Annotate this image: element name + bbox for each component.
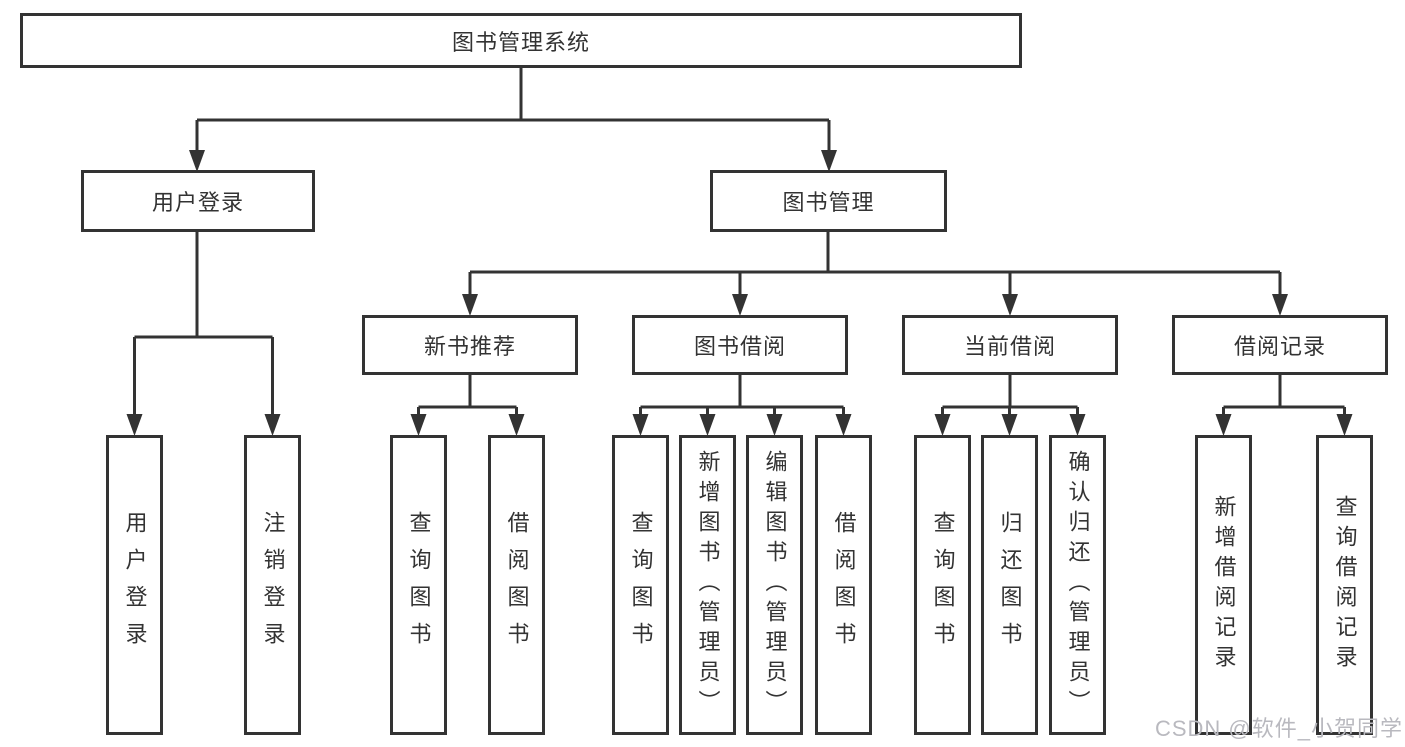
node-root: 图书管理系统: [20, 13, 1022, 68]
leaf-logout-login: 注销登录: [244, 435, 301, 735]
node-borrow-records: 借阅记录: [1172, 315, 1388, 375]
node-user-login: 用户登录: [81, 170, 315, 232]
arrowhead-icon: [126, 414, 143, 436]
csdn-watermark: CSDN @软件_小贺同学: [1154, 716, 1403, 741]
leaf-current-confirm-return-admin: 确认归还（管理员）: [1049, 435, 1106, 735]
leaf-recommend-borrow-books-label: 借阅图书: [504, 511, 530, 659]
leaf-borrow-borrow-books-label: 借阅图书: [831, 511, 857, 659]
leaf-borrow-edit-books-admin-label: 编辑图书（管理员）: [762, 450, 788, 720]
node-borrow-records-label: 借阅记录: [1233, 334, 1326, 359]
connector-book-borrow-to-leaves: [639, 375, 845, 416]
leaf-borrow-add-books-admin: 新增图书（管理员）: [679, 435, 736, 735]
leaf-current-query-books: 查询图书: [914, 435, 971, 735]
arrowhead-icon: [1215, 414, 1232, 436]
node-user-login-label: 用户登录: [151, 190, 244, 215]
arrowhead-icon: [189, 150, 205, 172]
leaf-records-query-borrow-record-label: 查询借阅记录: [1332, 495, 1358, 675]
arrowhead-icon: [508, 414, 525, 436]
node-book-borrow: 图书借阅: [632, 315, 848, 375]
arrowhead-icon: [1001, 414, 1018, 436]
arrowhead-icon: [462, 294, 478, 316]
leaf-borrow-query-books: 查询图书: [612, 435, 669, 735]
connector-user-login-to-leaves: [133, 232, 274, 416]
arrowheads: [126, 150, 1353, 436]
connector-new-book-recommend-to-leaves: [417, 375, 518, 416]
arrowhead-icon: [264, 414, 281, 436]
arrowhead-icon: [835, 414, 852, 436]
node-current-borrow-label: 当前借阅: [963, 334, 1056, 359]
arrowhead-icon: [699, 414, 716, 436]
leaf-recommend-query-books: 查询图书: [390, 435, 447, 735]
leaf-records-query-borrow-record: 查询借阅记录: [1316, 435, 1373, 735]
leaf-borrow-add-books-admin-label: 新增图书（管理员）: [695, 450, 721, 720]
connector-book-management-to-level3: [468, 232, 1282, 296]
connector-root-to-level2: [195, 68, 831, 152]
connector-current-borrow-to-leaves: [941, 375, 1079, 416]
leaf-recommend-query-books-label: 查询图书: [406, 511, 432, 659]
node-new-book-recommend: 新书推荐: [362, 315, 578, 375]
leaf-current-query-books-label: 查询图书: [930, 511, 956, 659]
leaf-records-add-borrow-record: 新增借阅记录: [1195, 435, 1252, 735]
leaf-logout-login-label: 注销登录: [260, 511, 286, 659]
leaf-user-login-label: 用户登录: [122, 511, 148, 659]
node-new-book-recommend-label: 新书推荐: [423, 334, 516, 359]
arrowhead-icon: [1002, 294, 1018, 316]
arrowhead-icon: [766, 414, 783, 436]
leaf-current-return-books: 归还图书: [981, 435, 1038, 735]
node-book-management-label: 图书管理: [782, 190, 875, 215]
leaf-borrow-borrow-books: 借阅图书: [815, 435, 872, 735]
leaf-user-login: 用户登录: [106, 435, 163, 735]
arrowhead-icon: [1336, 414, 1353, 436]
connector-borrow-records-to-leaves: [1222, 375, 1346, 416]
leaf-current-confirm-return-admin-label: 确认归还（管理员）: [1065, 450, 1091, 720]
leaf-borrow-edit-books-admin: 编辑图书（管理员）: [746, 435, 803, 735]
arrowhead-icon: [410, 414, 427, 436]
arrowhead-icon: [1272, 294, 1288, 316]
leaf-current-return-books-label: 归还图书: [997, 511, 1023, 659]
leaf-borrow-query-books-label: 查询图书: [628, 511, 654, 659]
node-book-management: 图书管理: [710, 170, 947, 232]
leaf-records-add-borrow-record-label: 新增借阅记录: [1211, 495, 1237, 675]
arrowhead-icon: [934, 414, 951, 436]
node-root-label: 图书管理系统: [451, 29, 590, 55]
arrowhead-icon: [732, 294, 748, 316]
leaf-recommend-borrow-books: 借阅图书: [488, 435, 545, 735]
arrowhead-icon: [821, 150, 837, 172]
node-book-borrow-label: 图书借阅: [693, 334, 786, 359]
arrowhead-icon: [1069, 414, 1086, 436]
node-current-borrow: 当前借阅: [902, 315, 1118, 375]
arrowhead-icon: [632, 414, 649, 436]
